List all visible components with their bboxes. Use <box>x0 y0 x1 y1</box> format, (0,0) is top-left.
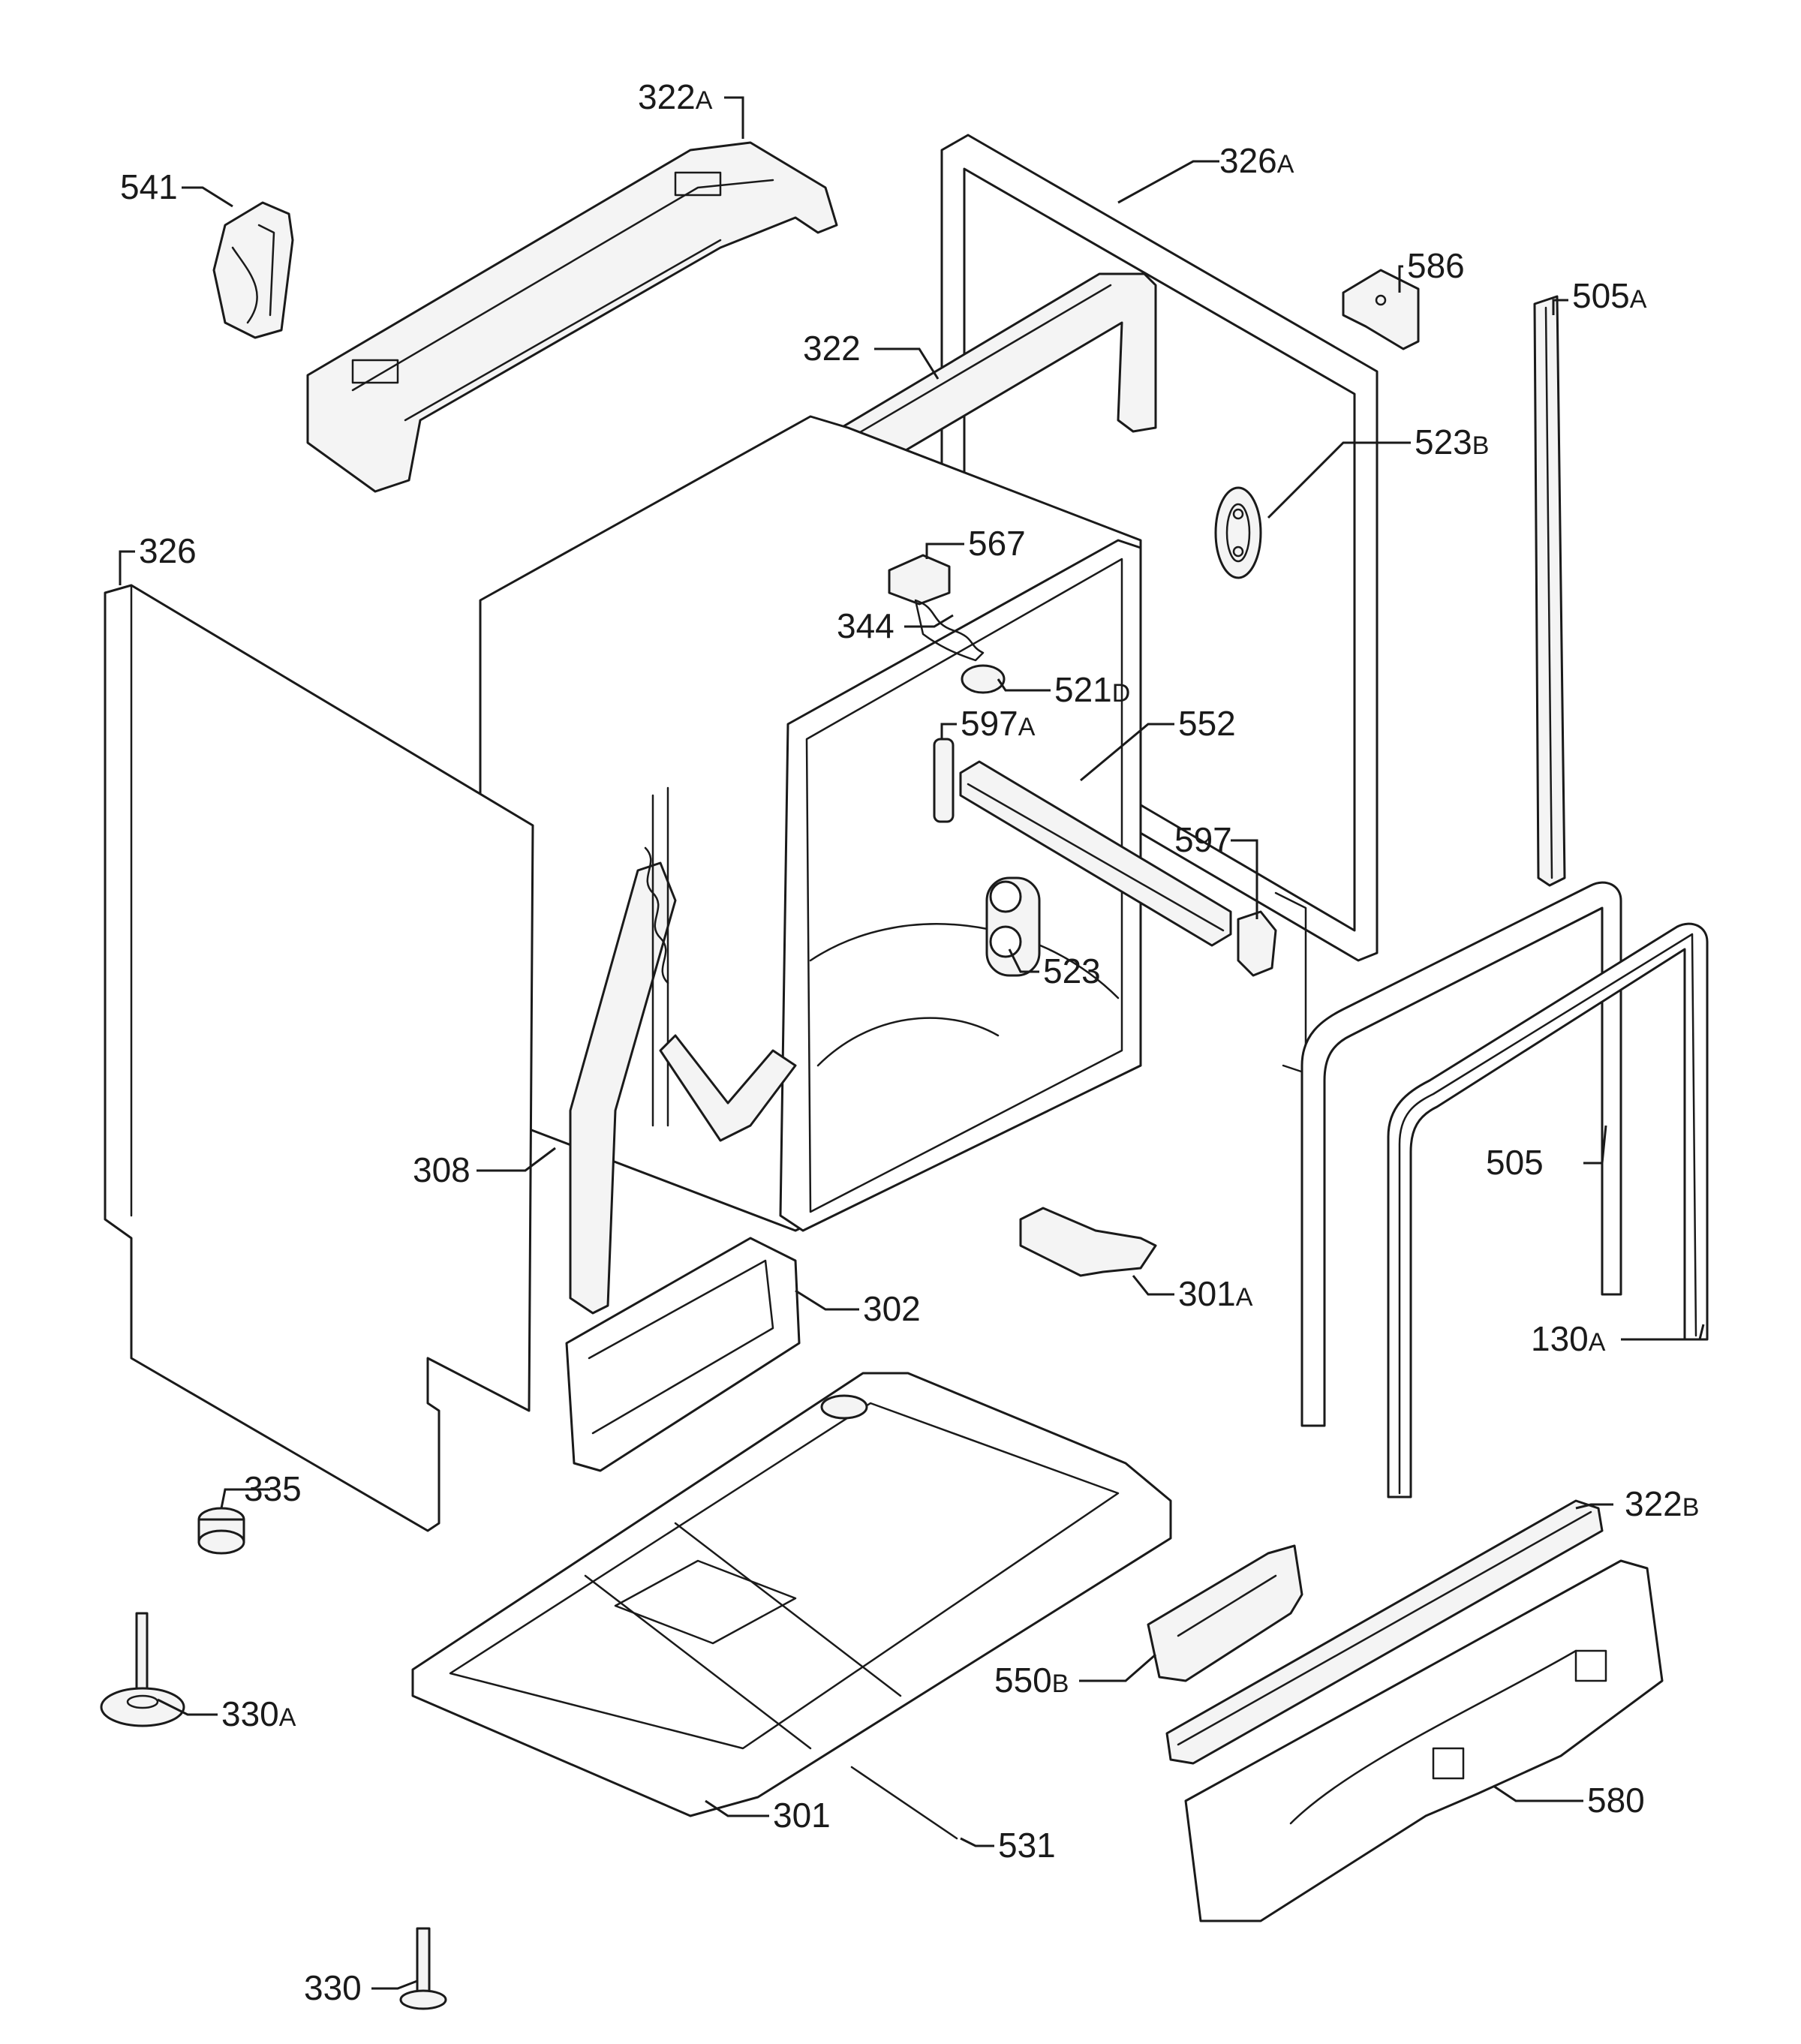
label-597: 597 <box>1174 820 1232 859</box>
label-322b: 322B <box>1625 1484 1699 1523</box>
part-580-plate <box>1184 1559 1664 1922</box>
label-597a: 597A <box>961 704 1036 743</box>
label-344: 344 <box>837 606 894 645</box>
part-322b-rail <box>1165 1499 1604 1765</box>
label-335: 335 <box>244 1469 302 1508</box>
label-552: 552 <box>1178 704 1236 743</box>
part-550b-bracket <box>1147 1544 1303 1682</box>
part-322a-top-bracket <box>306 141 838 493</box>
label-330: 330 <box>304 1968 362 2007</box>
label-130a: 130A <box>1531 1319 1606 1358</box>
part-326-door-panel <box>104 584 534 1532</box>
part-597a-clip <box>933 738 955 823</box>
part-130a-gasket <box>1387 922 1709 1498</box>
label-326a: 326A <box>1219 141 1294 180</box>
label-523b: 523B <box>1415 422 1489 461</box>
part-552-rail <box>959 760 1232 947</box>
part-523-double-grommet <box>985 876 1041 977</box>
part-521d-plug <box>961 664 1006 694</box>
part-335-foot <box>197 1507 245 1555</box>
label-330a: 330A <box>221 1694 296 1733</box>
part-597-clip <box>1237 910 1277 977</box>
part-302-basket-frame <box>565 1237 801 1472</box>
label-580: 580 <box>1587 1781 1645 1820</box>
part-308-hinge <box>569 786 797 1315</box>
label-531: 531 <box>998 1826 1056 1865</box>
label-550b: 550B <box>994 1661 1069 1700</box>
part-labels: 322A 541 326A 586 505A 322 523B 326 567 … <box>120 77 1699 2007</box>
label-302: 302 <box>863 1289 921 1328</box>
label-322a: 322A <box>638 77 713 116</box>
label-505a: 505A <box>1572 276 1647 315</box>
part-301-base-frame <box>411 1372 1172 1817</box>
label-301a: 301A <box>1178 1274 1253 1313</box>
part-567-latch-plate <box>888 554 951 606</box>
label-541: 541 <box>120 167 178 206</box>
leader-lines <box>119 96 1705 1990</box>
label-505: 505 <box>1486 1143 1544 1182</box>
part-505-seal <box>1300 881 1622 1427</box>
part-505a-vertical-strip <box>1533 295 1566 887</box>
label-521d: 521D <box>1054 670 1130 709</box>
label-586: 586 <box>1407 246 1465 285</box>
part-330-screw <box>399 1927 447 2010</box>
label-567: 567 <box>968 524 1026 563</box>
part-541-clip <box>212 201 294 339</box>
part-330a-levelling-foot <box>100 1612 185 1727</box>
label-326: 326 <box>139 531 197 570</box>
label-523: 523 <box>1043 951 1101 990</box>
label-301: 301 <box>773 1796 831 1835</box>
part-301a-tray <box>1019 1207 1157 1277</box>
part-531-rod <box>850 1766 958 1840</box>
part-tub-body <box>479 415 1142 1232</box>
label-308: 308 <box>413 1150 471 1189</box>
part-344-spring <box>914 599 985 662</box>
part-523b-grommet <box>1214 486 1262 579</box>
label-322: 322 <box>803 329 861 368</box>
